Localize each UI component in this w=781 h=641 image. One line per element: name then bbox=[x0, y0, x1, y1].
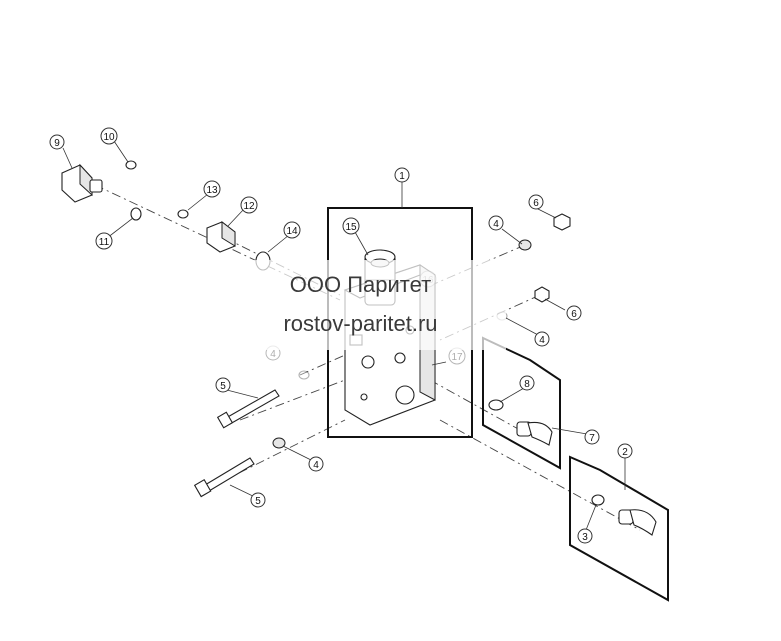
seal-11 bbox=[130, 207, 142, 221]
fitting-7-frame bbox=[482, 336, 561, 470]
callout-15: 15 bbox=[342, 217, 360, 235]
callout-14: 14 bbox=[283, 221, 301, 239]
svg-text:13: 13 bbox=[206, 185, 218, 196]
svg-text:4: 4 bbox=[313, 460, 319, 471]
callout-2: 2 bbox=[617, 443, 633, 459]
svg-text:1: 1 bbox=[399, 171, 405, 182]
svg-text:4: 4 bbox=[270, 349, 276, 360]
watermark-site: rostov-paritet.ru bbox=[283, 311, 438, 336]
callout-5-lower: 5 bbox=[250, 492, 266, 508]
o-ring-13 bbox=[177, 209, 189, 219]
washer-4-bottom bbox=[272, 437, 286, 449]
svg-text:5: 5 bbox=[220, 381, 226, 392]
o-ring-3 bbox=[591, 494, 605, 506]
fitting-12 bbox=[206, 220, 236, 253]
svg-text:6: 6 bbox=[533, 198, 539, 209]
callout-7: 7 bbox=[584, 429, 600, 445]
elbow-fitting-2 bbox=[618, 509, 657, 536]
callout-3: 3 bbox=[577, 528, 593, 544]
svg-text:10: 10 bbox=[103, 132, 115, 143]
svg-text:4: 4 bbox=[539, 335, 545, 346]
svg-text:5: 5 bbox=[255, 496, 261, 507]
callout-6-mid: 6 bbox=[566, 305, 582, 321]
washer-4-left bbox=[298, 370, 310, 380]
fitting-2-frame bbox=[569, 455, 669, 602]
nut-6-top bbox=[553, 213, 571, 231]
svg-text:12: 12 bbox=[243, 201, 255, 212]
nut-6-mid bbox=[534, 286, 550, 303]
callout-4-bottom: 4 bbox=[308, 456, 324, 472]
leader-lines bbox=[62, 140, 626, 531]
bolt-5-upper bbox=[216, 389, 280, 429]
callout-4-top: 4 bbox=[488, 215, 504, 231]
svg-text:15: 15 bbox=[345, 222, 357, 233]
callout-6-top: 6 bbox=[528, 194, 544, 210]
fitting-9 bbox=[61, 163, 103, 203]
callout-4-mid: 4 bbox=[534, 331, 550, 347]
callout-17: 17 bbox=[448, 347, 466, 365]
svg-text:7: 7 bbox=[589, 433, 595, 444]
callout-5-upper: 5 bbox=[215, 377, 231, 393]
svg-text:17: 17 bbox=[451, 352, 463, 363]
callout-13: 13 bbox=[203, 180, 221, 198]
callout-9: 9 bbox=[49, 134, 65, 150]
washer-4-top bbox=[518, 239, 532, 251]
callout-11: 11 bbox=[95, 232, 113, 250]
svg-text:2: 2 bbox=[622, 447, 628, 458]
svg-text:9: 9 bbox=[54, 138, 60, 149]
bolt-5-lower bbox=[193, 457, 255, 498]
svg-text:3: 3 bbox=[582, 532, 588, 543]
svg-text:6: 6 bbox=[571, 309, 577, 320]
svg-text:14: 14 bbox=[286, 226, 298, 237]
callout-10: 10 bbox=[100, 127, 118, 145]
svg-text:11: 11 bbox=[99, 237, 110, 248]
o-ring-8 bbox=[488, 399, 504, 411]
callout-8: 8 bbox=[519, 375, 535, 391]
callout-12: 12 bbox=[240, 196, 258, 214]
svg-text:8: 8 bbox=[524, 379, 530, 390]
watermark-backdrop bbox=[246, 260, 506, 350]
callout-1: 1 bbox=[394, 167, 410, 183]
svg-text:4: 4 bbox=[493, 219, 499, 230]
elbow-fitting-7 bbox=[516, 421, 553, 446]
o-ring-10 bbox=[125, 160, 137, 170]
watermark-company: ООО Паритет bbox=[289, 272, 432, 297]
